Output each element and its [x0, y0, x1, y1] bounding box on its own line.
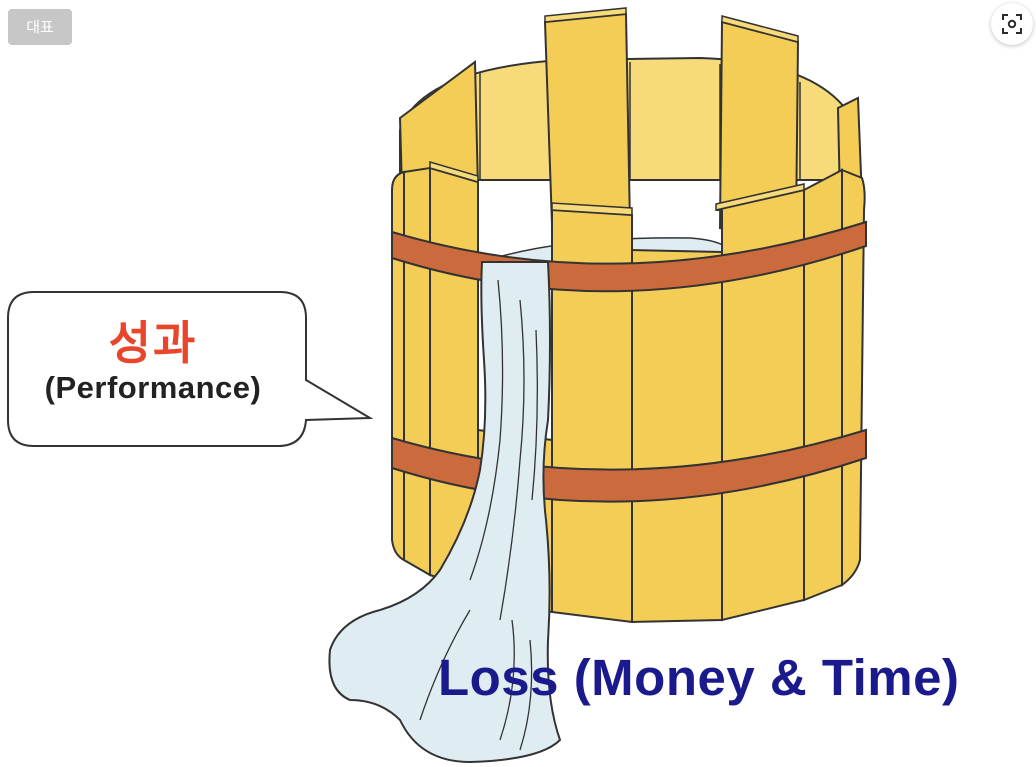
- bubble-subtitle: (Performance): [44, 370, 262, 405]
- loss-caption: Loss (Money & Time): [438, 649, 960, 706]
- lens-search-icon: [1002, 14, 1022, 34]
- bubble-title: 성과: [108, 316, 198, 370]
- tall-staves: [398, 7, 864, 232]
- lens-search-button[interactable]: [991, 3, 1033, 45]
- water-lines: [419, 279, 538, 751]
- representative-badge: 대표: [8, 9, 72, 45]
- speech-bubble: [7, 291, 374, 447]
- speech-bubble-text: 성과 (Performance): [8, 316, 298, 406]
